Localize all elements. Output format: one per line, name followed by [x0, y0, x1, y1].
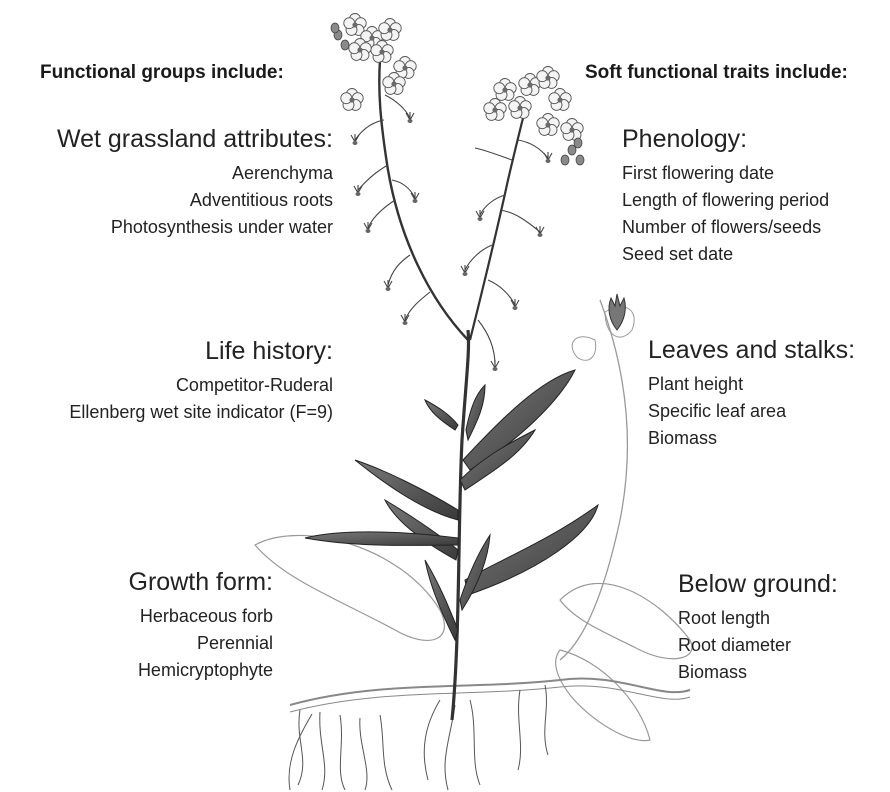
group-item: Number of flowers/seeds — [622, 214, 829, 241]
group-title: Below ground: — [678, 569, 838, 599]
group-title: Phenology: — [622, 124, 829, 154]
group-item: Ellenberg wet site indicator (F=9) — [69, 399, 333, 426]
group-item: Adventitious roots — [57, 187, 333, 214]
group-item: Photosynthesis under water — [57, 214, 333, 241]
life-history-group: Life history: Competitor-Ruderal Ellenbe… — [69, 336, 333, 426]
group-item: Biomass — [678, 659, 838, 686]
group-item: First flowering date — [622, 160, 829, 187]
phenology-group: Phenology: First flowering date Length o… — [622, 124, 829, 268]
group-title: Leaves and stalks: — [648, 335, 855, 365]
group-item: Seed set date — [622, 241, 829, 268]
group-item: Aerenchyma — [57, 160, 333, 187]
group-item: Specific leaf area — [648, 398, 855, 425]
group-item: Competitor-Ruderal — [69, 372, 333, 399]
group-item: Root diameter — [678, 632, 838, 659]
soft-traits-header: Soft functional traits include: — [585, 62, 848, 84]
group-item: Length of flowering period — [622, 187, 829, 214]
group-item: Herbaceous forb — [129, 603, 273, 630]
group-title: Growth form: — [129, 567, 273, 597]
group-title: Wet grassland attributes: — [57, 124, 333, 154]
functional-groups-header: Functional groups include: — [40, 62, 284, 84]
growth-form-group: Growth form: Herbaceous forb Perennial H… — [129, 567, 273, 684]
below-ground-group: Below ground: Root length Root diameter … — [678, 569, 838, 686]
wet-grassland-group: Wet grassland attributes: Aerenchyma Adv… — [57, 124, 333, 241]
group-item: Perennial — [129, 630, 273, 657]
group-title: Life history: — [69, 336, 333, 366]
group-item: Hemicryptophyte — [129, 657, 273, 684]
group-item: Root length — [678, 605, 838, 632]
leaves-stalks-group: Leaves and stalks: Plant height Specific… — [648, 335, 855, 452]
group-item: Biomass — [648, 425, 855, 452]
group-item: Plant height — [648, 371, 855, 398]
